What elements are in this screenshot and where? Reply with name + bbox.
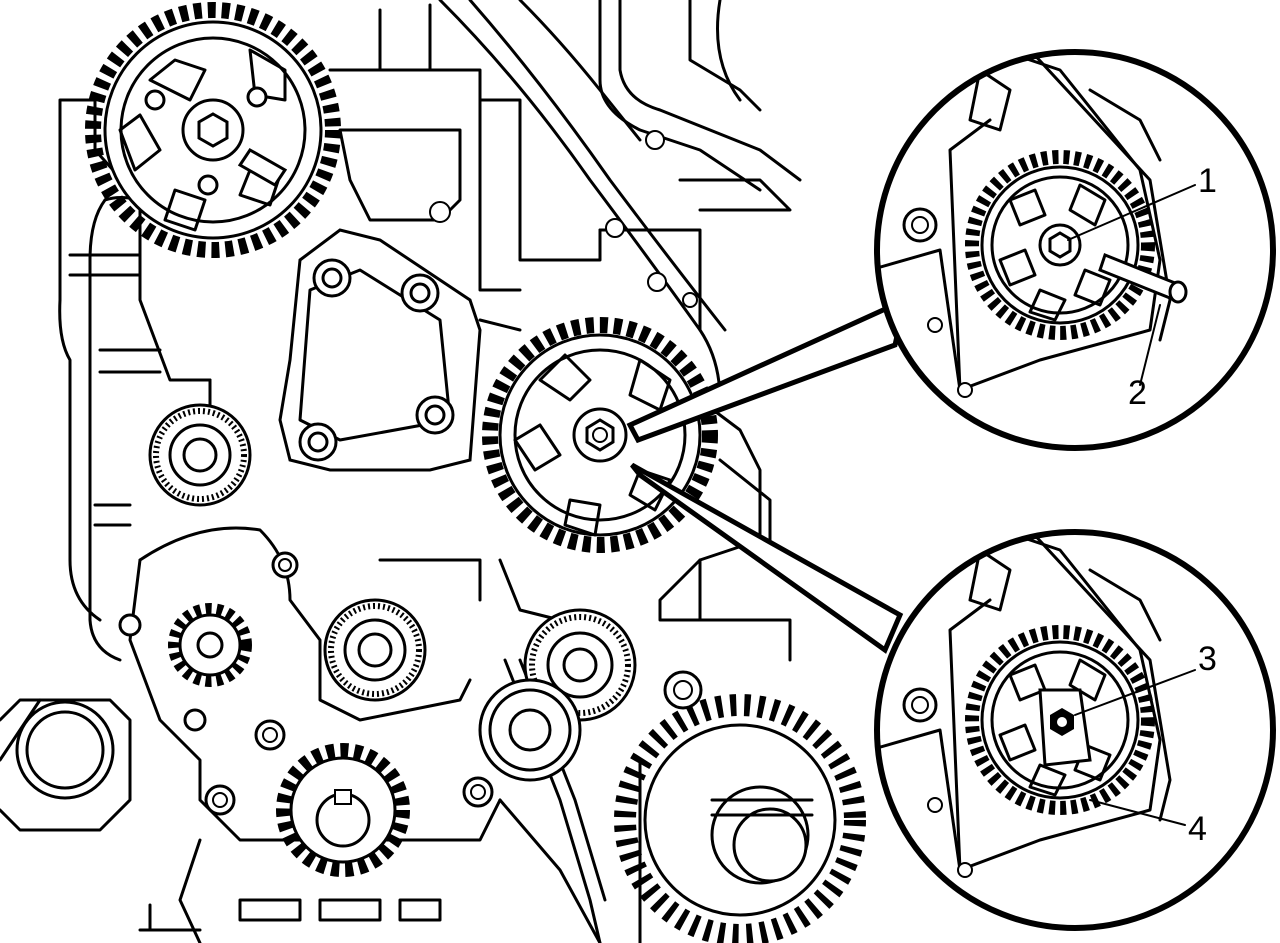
- callout-label-1: 1: [1198, 162, 1217, 200]
- callout-label-4: 4: [1188, 810, 1207, 848]
- callout-label-3: 3: [1198, 640, 1217, 678]
- pump-bracket: [278, 130, 698, 472]
- inset-top: 1 2: [874, 49, 1276, 451]
- idler-pulleys: [148, 403, 637, 782]
- crankshaft-pulley: [614, 670, 866, 943]
- water-pump: [15, 700, 115, 800]
- lower-gears: [118, 551, 494, 877]
- callout-pointers: [626, 295, 909, 654]
- camshaft-sprocket: [85, 2, 341, 258]
- inset-bottom: 3 4: [874, 529, 1276, 931]
- injection-pump-sprocket: [482, 317, 718, 553]
- callout-label-2: 2: [1128, 374, 1147, 412]
- engine-block: [0, 0, 802, 943]
